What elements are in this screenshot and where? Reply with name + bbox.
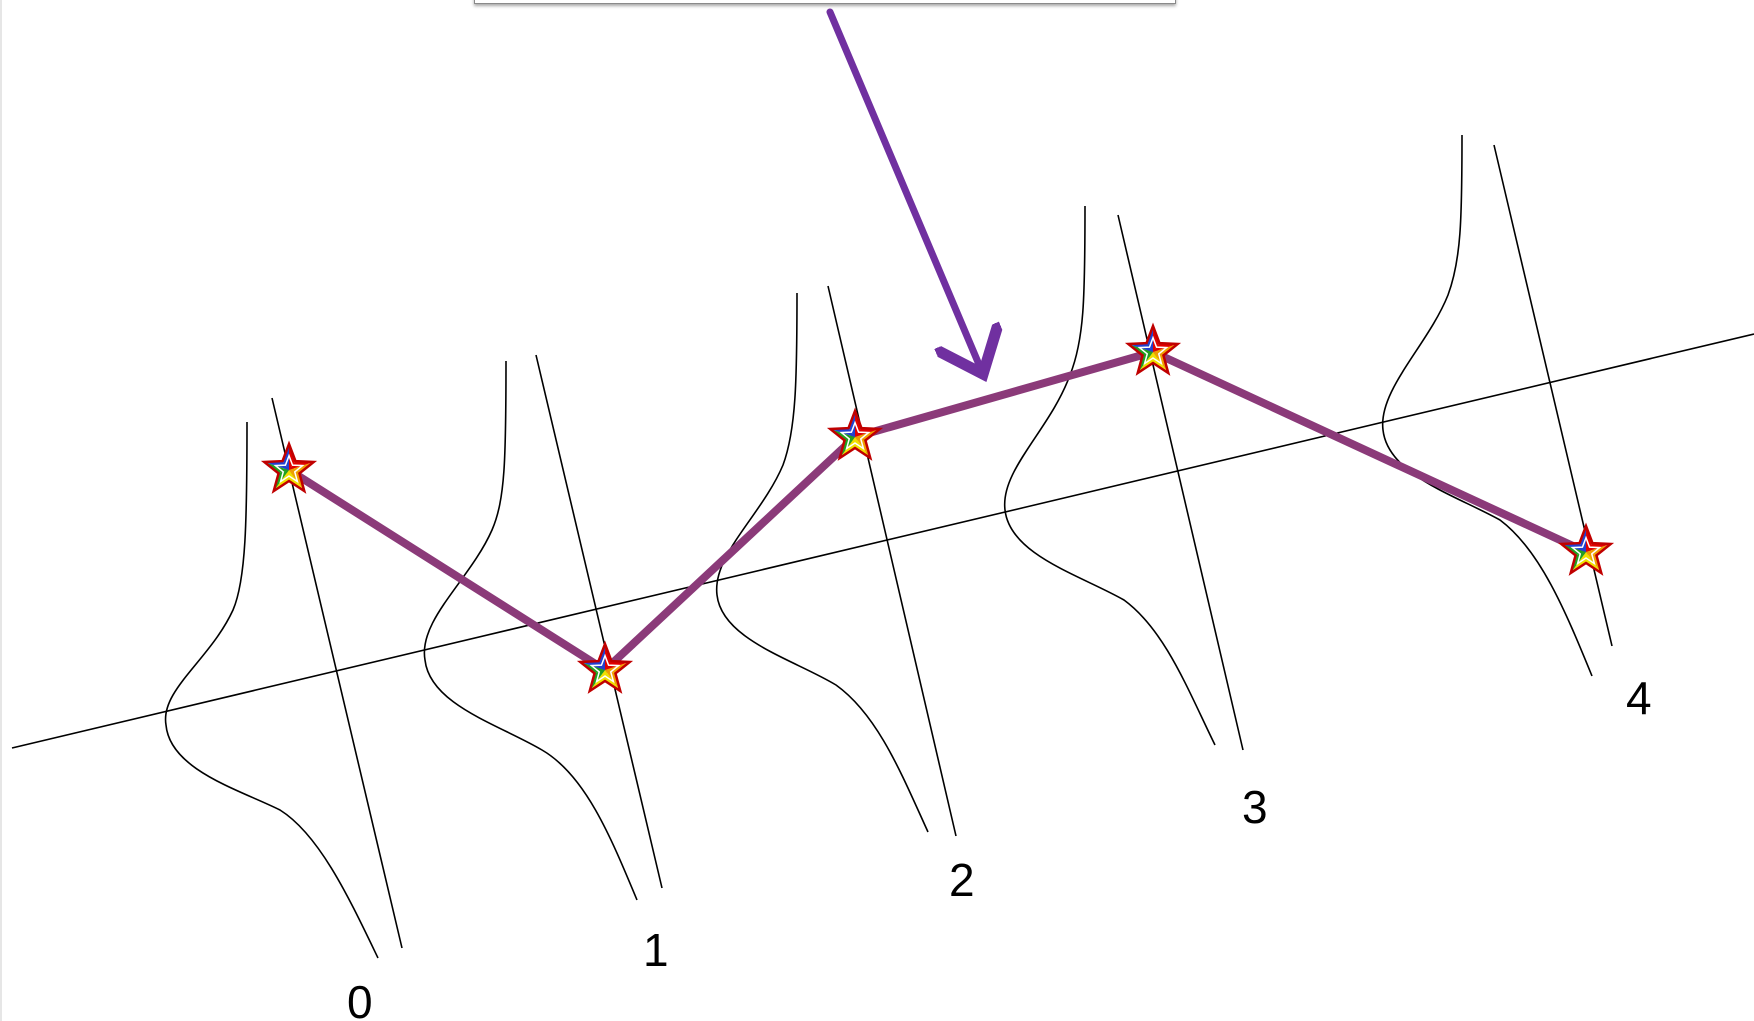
left-edge-divider [0, 0, 2, 1021]
density-curve-4 [1381, 134, 1593, 677]
baseline-axis [11, 333, 1754, 749]
timestep-label-4: 4 [1626, 672, 1652, 724]
density-curve-3 [1003, 205, 1216, 746]
sample-star-4 [1557, 522, 1615, 576]
timestep-1: 1 [423, 354, 669, 976]
vertical-axis-1 [535, 354, 663, 889]
vertical-axis-3 [1117, 214, 1244, 751]
sample-star-1 [576, 640, 634, 694]
timestep-label-3: 3 [1242, 781, 1268, 833]
vertical-axis-4 [1493, 144, 1613, 647]
callout-arrow [826, 8, 983, 374]
vertical-axis-2 [827, 285, 957, 837]
timestep-label-0: 0 [347, 976, 373, 1021]
sample-stars [260, 322, 1615, 694]
callout-box [474, 0, 1176, 4]
sample-star-3 [1124, 322, 1182, 376]
density-curve-1 [423, 360, 638, 901]
timestep-2: 2 [715, 285, 975, 906]
density-curve-0 [164, 421, 379, 959]
timestep-label-1: 1 [643, 924, 669, 976]
sample-star-2 [826, 407, 884, 461]
vertical-axis-0 [271, 397, 403, 949]
timestep-label-2: 2 [949, 854, 975, 906]
timestep-3: 3 [1003, 205, 1268, 833]
sample-path [285, 348, 1590, 674]
density-curve-2 [715, 292, 929, 833]
sample-star-0 [260, 440, 318, 494]
timestep-0: 0 [164, 397, 403, 1021]
timestep-4: 4 [1381, 134, 1652, 724]
